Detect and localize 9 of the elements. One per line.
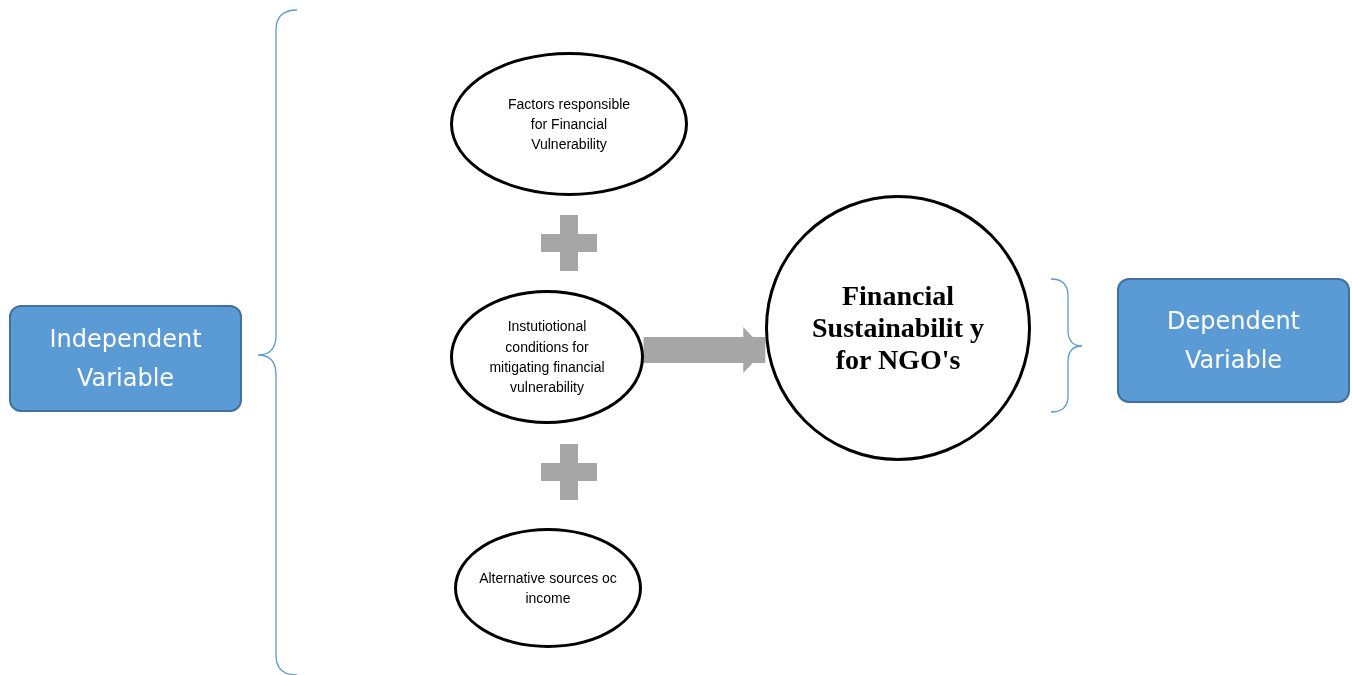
node-label: Instutiotional conditions for mitigating financial vulnerability	[488, 317, 606, 398]
variable-box	[1117, 278, 1350, 403]
node-label: Factors responsible for Financial Vulnerability	[506, 94, 632, 155]
node-label: Alternative sources oc income	[478, 568, 618, 608]
node-label: Dependent Variable	[1165, 306, 1302, 376]
node-label: Independent Variable	[48, 324, 203, 394]
block-arrow	[643, 327, 766, 373]
variable-box	[9, 305, 242, 412]
node-label: Financial Sustainabilit y for NGO's	[811, 279, 985, 377]
